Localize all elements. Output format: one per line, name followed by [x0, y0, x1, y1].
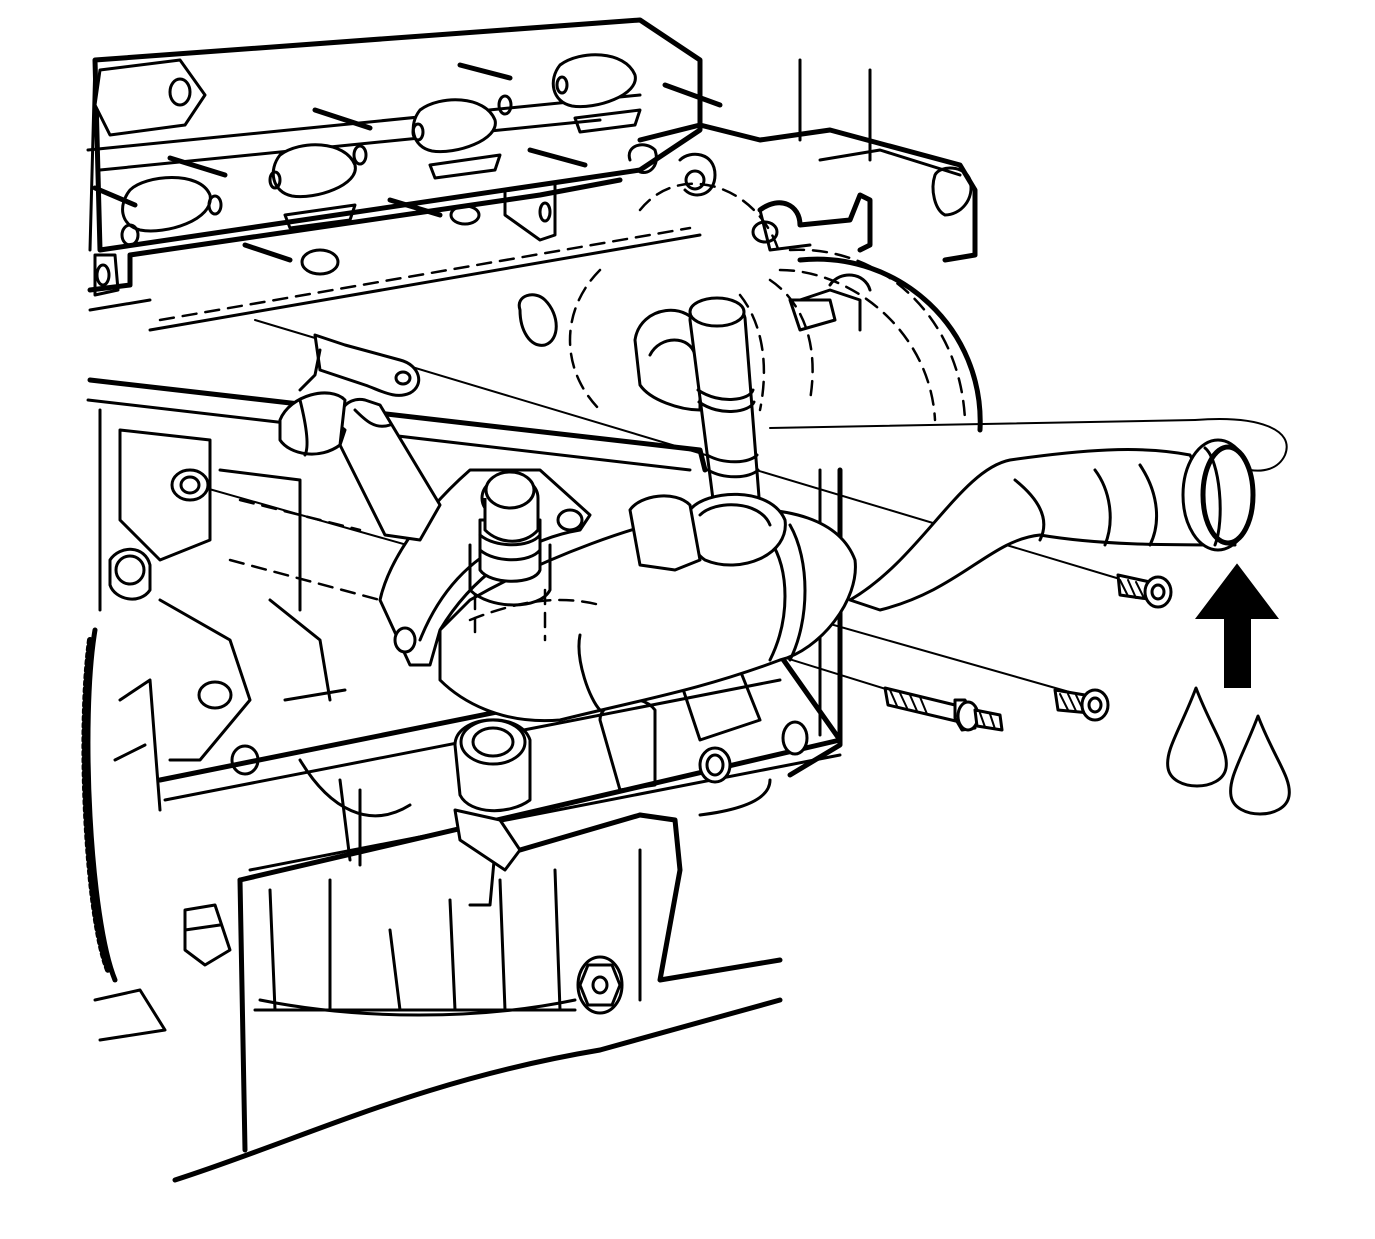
cylinder-head [86, 17, 723, 347]
direction-arrow-up-icon [1194, 563, 1280, 688]
drain-plug [576, 955, 624, 1015]
oil-cooler-assembly [278, 296, 857, 723]
fluid-drip-icon [1166, 686, 1291, 816]
coolant-hose [848, 418, 1288, 612]
stud-bolt [883, 686, 1004, 732]
flywheel-ring-gear [81, 627, 167, 1042]
cooler-fitting [468, 470, 552, 642]
exhaust-studs [92, 62, 723, 263]
front-cover [568, 58, 983, 433]
exhaust-port [411, 98, 497, 154]
exhaust-port [551, 53, 637, 109]
exhaust-port [121, 176, 212, 233]
oil-pan [172, 778, 783, 1183]
cooler-pipe [628, 296, 787, 572]
exhaust-port [271, 143, 357, 199]
bolt [1053, 688, 1110, 722]
bolt [1116, 573, 1173, 609]
